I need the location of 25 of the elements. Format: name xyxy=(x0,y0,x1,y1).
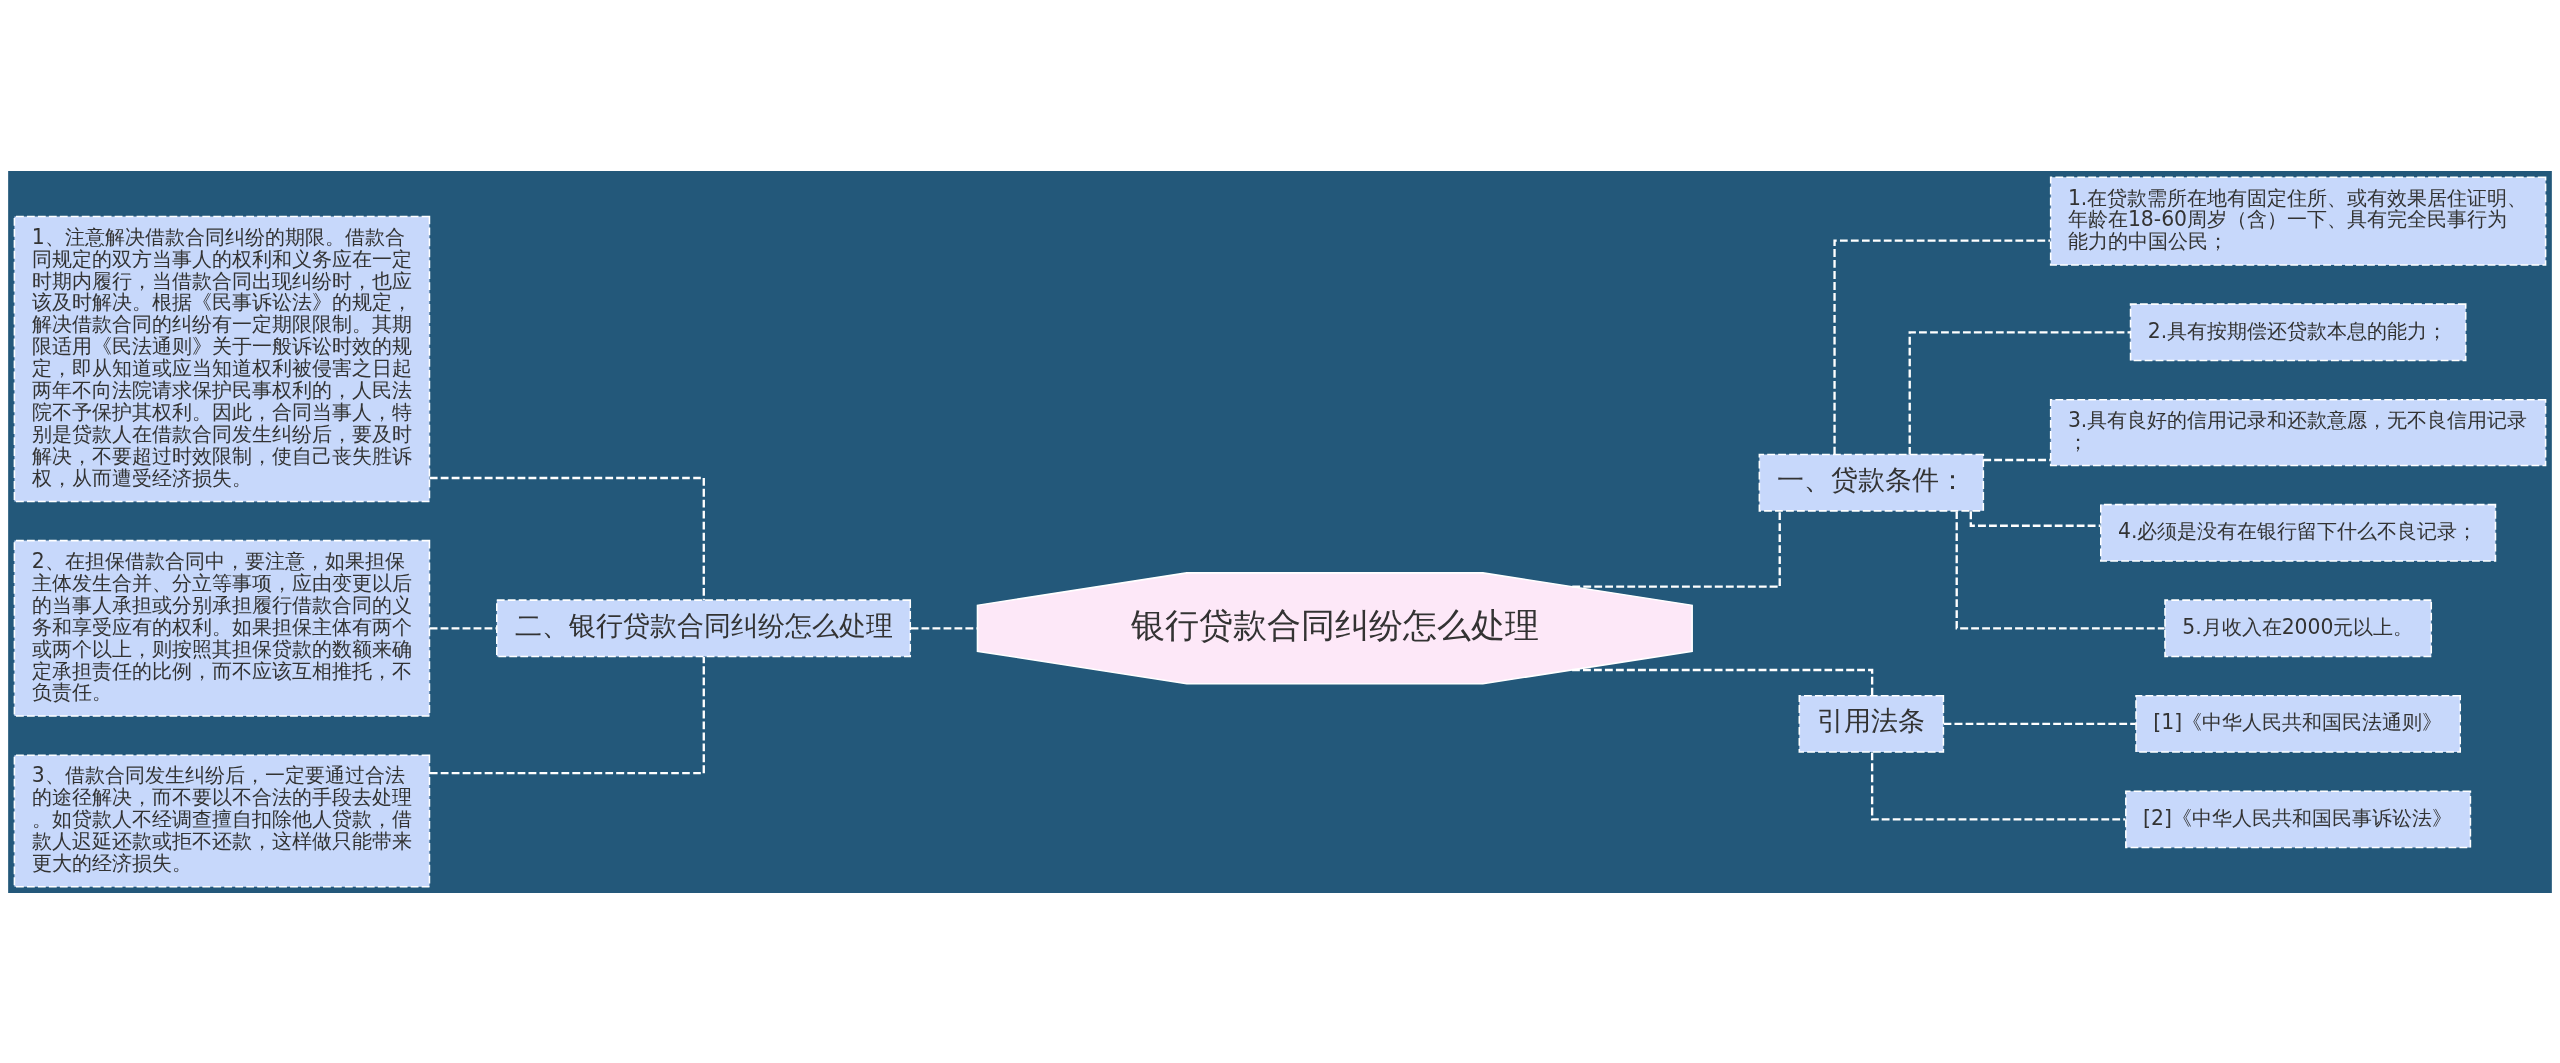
node-box: 4.必须是没有在银行留下什么不良记录； xyxy=(2100,503,2497,562)
node-box: [1]《中华人民共和国民法通则》 xyxy=(2135,694,2461,753)
connector xyxy=(910,626,978,629)
connector xyxy=(429,656,705,774)
connector xyxy=(1969,510,2101,527)
connector xyxy=(1955,510,2165,629)
node-box: 5.月收入在2000元以上。 xyxy=(2164,598,2433,657)
node-box: 3、借款合同发生纠纷后，一定要通过合法的途径解决，而不要以不合法的手段去处理。如贷款人不经调查擅自扣除他人贷款，借款人迟延还款或拒不还款，这样做只能带来更大的经济损失。 xyxy=(13,753,431,888)
node-box: [2]《中华人民共和国民事诉讼法》 xyxy=(2125,789,2472,848)
connector xyxy=(1572,510,1781,588)
node-box: 2.具有按期偿还贷款本息的能力； xyxy=(2129,302,2467,361)
connector xyxy=(1943,722,2136,725)
node-box: 一、贷款条件： xyxy=(1758,453,1985,512)
connector xyxy=(1983,458,2051,461)
node-box: 二、银行贷款合同纠纷怎么处理 xyxy=(496,598,912,657)
node-box: 引用法条 xyxy=(1798,694,1945,753)
node-box: 1、注意解决借款合同纠纷的期限。借款合同规定的双方当事人的权利和义务应在一定时期内履行，当借款合同出现纠纷时，也应该及时解决。根据《民事诉讼法》的规定，解决借款合同的纠纷有一定期限限制。其期限适用《民法通则》关于一般诉讼时效的规定，即从知道或应当知道权利被侵害之日起两年不向法院请求保护民事权利的，人民法院不予保护其权利。因此，合同当事人，特别是贷款人在借款合同发生纠纷后，要及时解决，不要超过时效限制，使自己丧失胜诉权，从而遭受经济损失。 xyxy=(13,215,431,502)
connector xyxy=(1870,752,2126,821)
connector xyxy=(1833,239,2051,454)
connector xyxy=(429,476,705,600)
node-box: 1.在贷款需所在地有固定住所、或有效果居住证明、年龄在18-60周岁（含）一下、具有完全民事行为能力的中国公民； xyxy=(2049,175,2547,266)
connector xyxy=(1908,330,2130,454)
connector xyxy=(429,626,497,629)
node-box: 3.具有良好的信用记录和还款意愿，无不良信用记录； xyxy=(2049,398,2547,466)
node-box: 2、在担保借款合同中，要注意，如果担保主体发生合并、分立等事项，应由变更以后的当事人承担或分别承担履行借款合同的义务和享受应有的权利。如果担保主体有两个或两个以上，则按照其担保贷款的数额来确定承担责任的比例，而不应该互相推托，不负责任。 xyxy=(13,539,431,717)
